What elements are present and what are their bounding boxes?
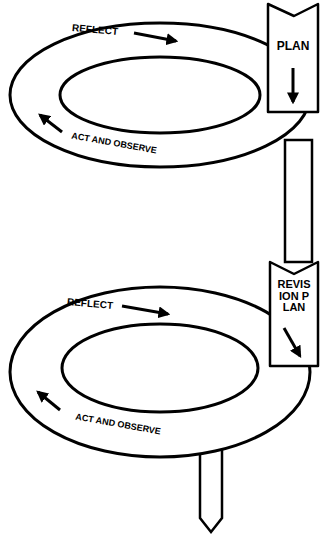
flow-arrow [40,115,62,132]
flow-arrow [284,328,300,356]
spiral-connector [285,140,312,262]
upper-ring-inner [60,57,260,133]
band-label: PLAN [270,40,316,53]
band-label: ACT AND OBSERVE [66,411,170,438]
band-label: REFLECT [58,22,133,39]
upper-ring-outer [10,23,310,167]
flow-arrow [122,306,168,314]
band-label: ACT AND OBSERVE [62,130,166,157]
plan-band [268,4,318,112]
lower-ring-inner [62,324,258,412]
revision-band [270,262,318,366]
lower-ring-outer [10,287,310,457]
band-label: REVISION PLAN [277,279,311,314]
flow-arrow [38,392,60,410]
flow-arrow [292,68,295,102]
band-label: REFLECT [58,296,123,312]
flow-arrow [134,33,176,41]
